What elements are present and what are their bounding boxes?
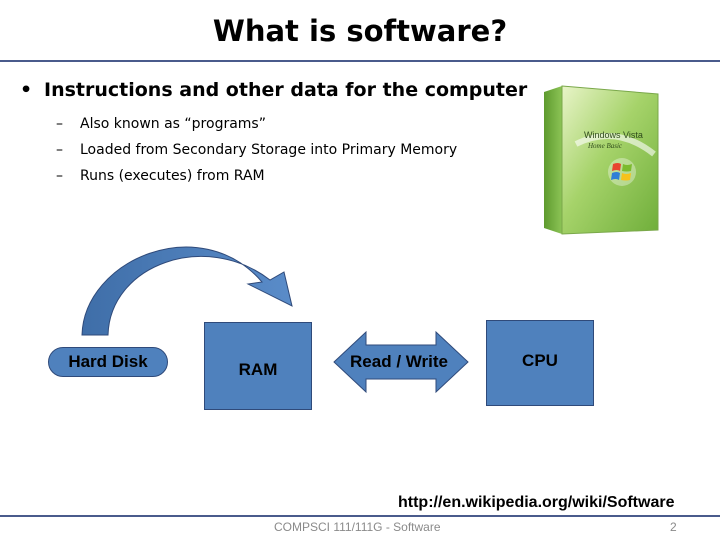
windows-vista-box-image: Windows Vista Home Basic [544,85,659,235]
sub-bullet: – Loaded from Secondary Storage into Prim… [56,137,457,163]
read-write-arrow [333,330,469,394]
footer-divider [0,515,720,517]
ram-box: RAM [204,322,312,410]
sub-bullet-text: Runs (executes) from RAM [80,168,265,184]
sub-bullet-text: Loaded from Secondary Storage into Prima… [80,142,458,158]
dash-marker: – [56,142,63,158]
sub-bullet-text: Also known as “programs” [80,116,266,132]
dash-marker: – [56,168,63,184]
page-number: 2 [670,520,677,534]
main-bullet: • Instructions and other data for the com… [20,79,527,101]
sub-bullet-list: – Also known as “programs” – Loaded from S… [56,111,457,189]
read-write-label: Read / Write [350,352,448,371]
source-link[interactable]: http://en.wikipedia.org/wiki/Software [398,494,675,511]
bullet-marker: • [20,79,33,101]
box-side [544,86,562,234]
slide-title: What is software? [212,14,508,48]
footer-course: COMPSCI 111/111G - Software [274,520,441,534]
main-bullet-text: Instructions and other data for the comp… [44,79,528,101]
sub-bullet: – Runs (executes) from RAM [56,163,457,189]
windows-logo-icon [608,158,636,186]
title-divider [0,60,720,62]
box-front [561,85,659,235]
box-product-name: Windows Vista [584,130,643,140]
box-edition: Home Basic [587,142,623,150]
sub-bullet: – Also known as “programs” [56,111,457,137]
cpu-box: CPU [486,320,594,406]
hard-disk-shape: Hard Disk [48,347,168,377]
dash-marker: – [56,116,63,132]
curved-arrow [81,246,293,336]
